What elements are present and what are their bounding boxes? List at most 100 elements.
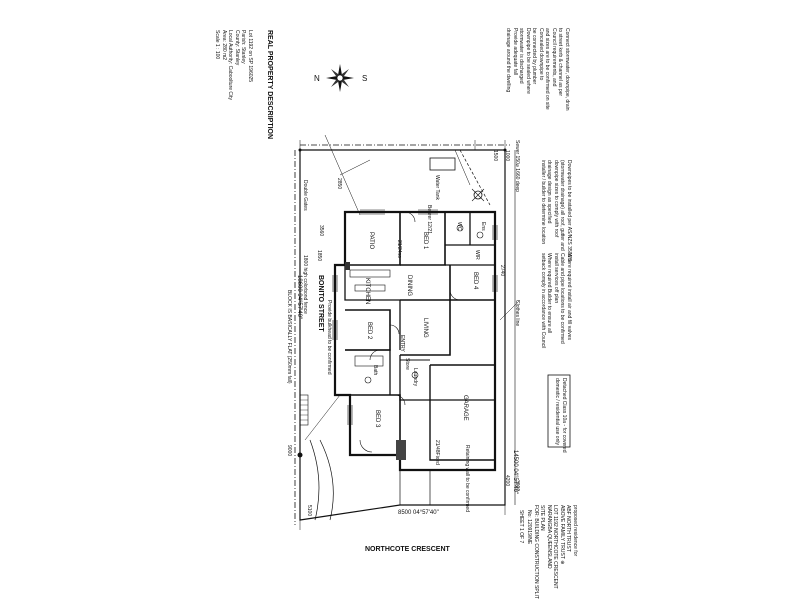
dim-2740: 2740 — [499, 265, 505, 277]
sewer-inspection — [473, 190, 483, 200]
kitchen-bench — [349, 269, 391, 278]
retaining-note: Retaining wall to be confirmed — [464, 445, 470, 512]
marker-dot — [503, 148, 507, 152]
dim-1500: 1500 — [492, 150, 498, 162]
property-line: Local Authority: Caboolture City — [227, 30, 234, 101]
room-living: LIVING — [422, 318, 428, 338]
sewer-line — [459, 149, 491, 206]
leader-5 — [499, 299, 521, 321]
window-5 — [332, 275, 338, 292]
dim-1000: 1000 — [504, 150, 510, 162]
window-2 — [418, 209, 438, 215]
wall-garage-inner — [429, 365, 495, 461]
path-edge-2 — [309, 439, 320, 521]
door-arc-6 — [389, 324, 400, 335]
drawing-number: No: 120919/NE — [526, 510, 532, 545]
wall-bed3 — [350, 394, 401, 455]
sewer-cross — [471, 188, 485, 202]
room-bed3: BED 3 — [374, 410, 380, 428]
water-tank — [429, 157, 456, 171]
leader-4 — [304, 394, 341, 441]
property-heading: REAL PROPERTY DESCRIPTION — [266, 30, 273, 140]
note-line: Provide adequate fall — [512, 28, 518, 75]
leader-1 — [324, 134, 361, 216]
note-line: setback comply in accordance with Counci… — [540, 253, 546, 349]
ensuite-toilet — [476, 231, 484, 239]
compass-rose — [326, 64, 354, 92]
marker-dot — [297, 452, 303, 458]
dim-4200: 4200 — [504, 475, 510, 487]
door-arc-1 — [404, 211, 416, 223]
property-boundary — [299, 149, 506, 521]
hws-unit — [396, 440, 406, 460]
kitchen-island — [354, 284, 386, 292]
note-line: Downpipe to be sealed where — [525, 28, 531, 94]
driveway-edge — [399, 470, 431, 505]
door-arc-2 — [369, 349, 381, 361]
window-3 — [492, 225, 498, 240]
wall-patio — [344, 212, 401, 266]
boxed-note: Detached Class 10a - for covered domesti… — [554, 378, 568, 452]
dim-3560: 3560 — [318, 225, 324, 237]
room-entry: ENTRY — [399, 335, 405, 352]
note-line: Council requirements, and — [551, 28, 557, 87]
double-gates-label: Double Gates — [302, 180, 308, 211]
site-flat-note: BLOCK IS BASICALLY FLAT (250mm fall) — [286, 290, 292, 384]
room-patio: PATIO — [368, 232, 374, 250]
leader-3 — [454, 149, 471, 186]
room-bed4: BED 4 — [472, 272, 478, 290]
dim-2850: 2850 — [336, 178, 342, 190]
wall-kitchen — [344, 265, 400, 301]
marker-dot — [298, 148, 302, 152]
roof-note: Bearer 12/21 — [426, 205, 432, 234]
title-line: FOR: BUILDING CONSTRUCTION SPLIT — [533, 505, 539, 599]
note-line: drainage around the dwelling — [505, 28, 512, 93]
wall-note: Provide bulkhead to be confirmed — [326, 300, 332, 375]
gas-bottle — [345, 262, 350, 270]
ensuite-basin — [456, 224, 464, 232]
note-line: (stormwater drainage) all roof, gutter a… — [559, 160, 566, 251]
note-line: installer / builder to determine locatio… — [540, 160, 546, 245]
laundry-tub — [411, 371, 419, 379]
property-line: Lot 1192 on SP 196025 — [247, 30, 253, 83]
room-ens: Ens — [480, 222, 486, 231]
property-lines: Lot 1192 on SP 196025 Parish: Stanley Co… — [214, 30, 254, 101]
title-line: ABOVE FAMILY TRUST ⊕ — [559, 505, 565, 565]
room-wc: WC — [456, 222, 462, 231]
door-arc-5 — [359, 439, 373, 453]
title-line: LOT 1192 NORTHCOTE CRESCENT — [552, 505, 559, 589]
room-bed2: BED 2 — [366, 322, 372, 340]
dim-1850: 1850 — [316, 250, 322, 262]
fence-note: 1800 high colorbond fence — [302, 255, 308, 314]
property-line: County: Stanley — [234, 30, 240, 66]
stair-note: 21/24no — [396, 240, 402, 259]
step-note: 21/48Fixed — [434, 440, 440, 465]
note-line: stormwater is discharged — [518, 28, 525, 84]
street-bottom-label: NORTHCOTE CRESCENT — [365, 546, 450, 553]
sewer-note: Sewer 150⌀ 1660 deep — [514, 140, 520, 192]
bath-tub — [354, 355, 384, 367]
note-line: Where required install air and fill valv… — [566, 253, 572, 340]
note-line: drainage design as specified — [546, 160, 553, 224]
title-block: proposed residence for ABF NORTH TRUST A… — [533, 505, 578, 599]
notes-mid2: Where required install air and fill valv… — [540, 253, 572, 349]
window-7 — [347, 405, 353, 425]
room-bath: Bath — [372, 365, 378, 376]
note-line: Cable and pipe locations to be confirmed — [559, 253, 566, 344]
room-garage: GARAGE — [462, 395, 468, 421]
water-tank-label: Water Tank — [434, 175, 440, 201]
room-dining: DINING — [406, 275, 412, 296]
property-line: Scale 1 : 100 — [214, 30, 221, 60]
note-line: be connected by plumber — [531, 28, 538, 85]
boxed-note-frame — [547, 374, 571, 448]
door-arc-3 — [394, 394, 406, 406]
clothesline-label: Clothes line — [514, 300, 520, 327]
stair-hatch-lines — [300, 399, 308, 421]
note-line: domestic / residential use only — [554, 378, 561, 445]
compass-north: N — [314, 74, 320, 83]
dim-9000: 9000 — [286, 445, 292, 457]
dim-ticks — [299, 140, 506, 530]
note-line: Where required Builder to ensure all — [546, 253, 553, 334]
